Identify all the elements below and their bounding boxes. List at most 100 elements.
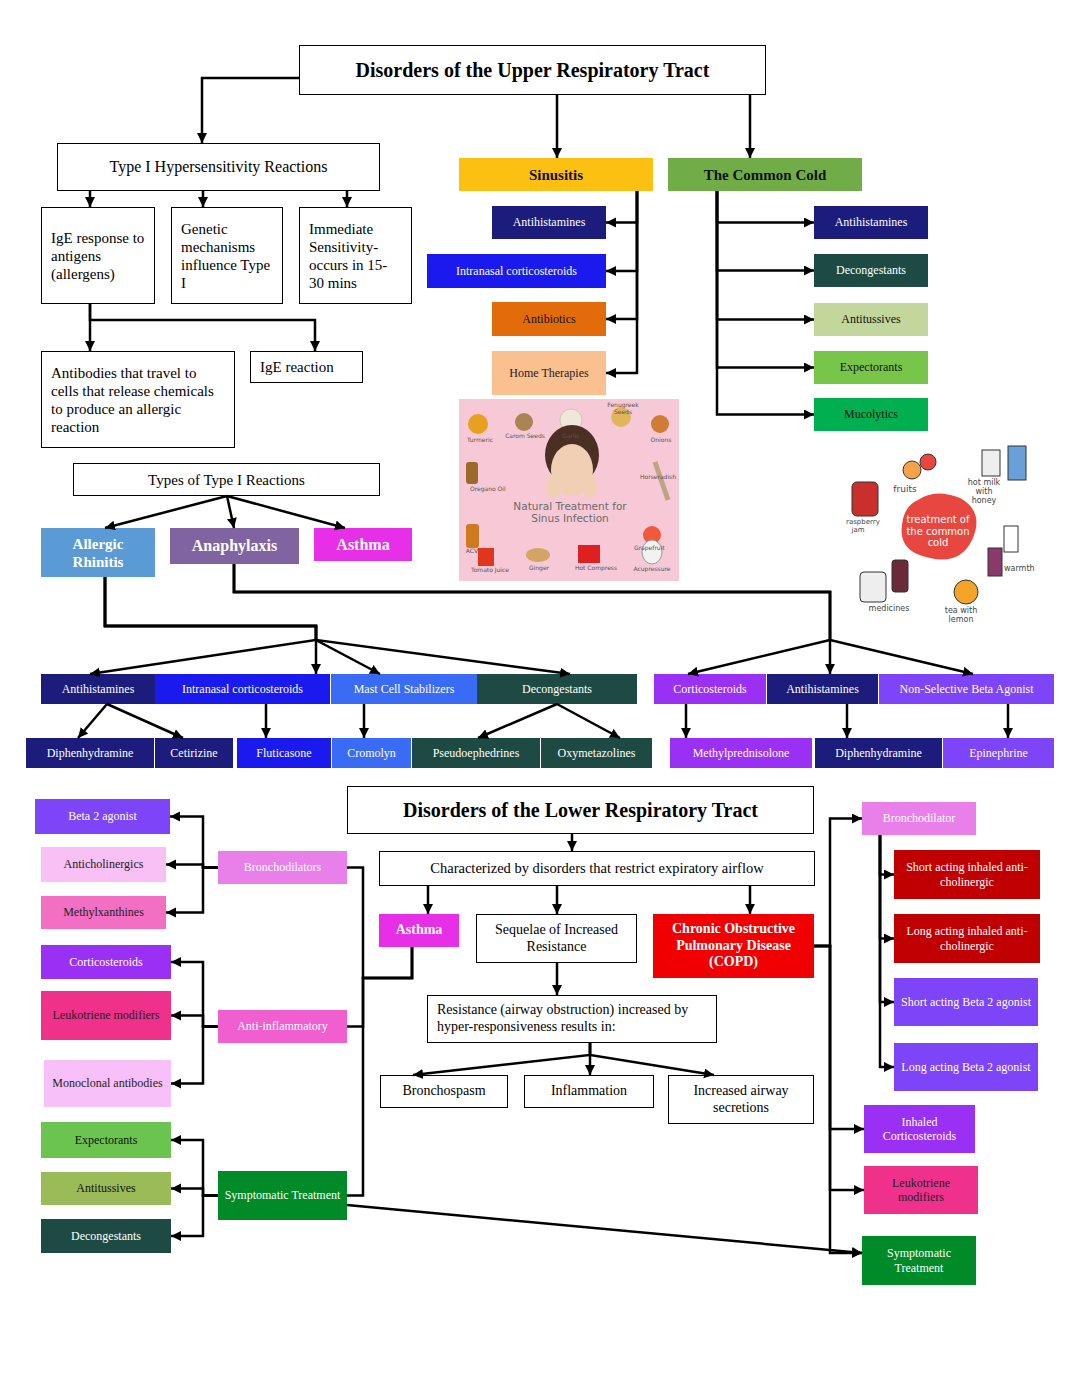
connector-arrow xyxy=(90,304,315,351)
node-text: Intranasal corticosteroids xyxy=(160,682,325,696)
connector-arrow xyxy=(413,1043,590,1075)
connector-arrow xyxy=(717,191,814,368)
node-text: Antihistamines xyxy=(819,215,923,229)
connector-arrow xyxy=(105,577,380,674)
connector-arrow xyxy=(78,704,107,738)
connector-arrow xyxy=(606,191,637,373)
picture-label: warmth xyxy=(1004,564,1034,573)
connector-arrow xyxy=(202,191,205,207)
connector-arrow xyxy=(814,946,862,1253)
node-text: Characterized by disorders that restrict… xyxy=(389,860,805,877)
node-text: Chronic Obstructive Pulmonary Disease (C… xyxy=(658,921,809,971)
disorder-box: Chronic Obstructive Pulmonary Disease (C… xyxy=(653,914,814,978)
connector-arrow xyxy=(557,704,620,738)
concept-box: IgE response to antigens (allergens) xyxy=(41,207,155,304)
picture-label: Horseradish xyxy=(640,474,678,481)
node-text: Oxymetazolines xyxy=(546,746,647,760)
node-text: Bronchospasm xyxy=(390,1083,498,1100)
node-text: Short acting inhaled anti-cholinergic xyxy=(899,860,1035,889)
node-text: Intranasal corticosteroids xyxy=(432,264,601,278)
picture-label: Grapefruit xyxy=(634,545,674,552)
treatment-box: Bronchodilator xyxy=(862,802,976,835)
drug-class-box: Expectorants xyxy=(814,351,928,384)
concept-box: Bronchospasm xyxy=(380,1075,508,1108)
node-text: Anti-inflammatory xyxy=(223,1019,342,1033)
connector-arrow xyxy=(265,704,268,738)
node-text: Diphenhydramine xyxy=(820,746,937,760)
drug-box: Cetirizine xyxy=(155,738,233,768)
drug-class-box: Expectorants xyxy=(41,1122,171,1158)
drug-class-box: Inhaled Corticosteroids xyxy=(864,1105,975,1153)
node-text: Bronchodilators xyxy=(223,860,342,874)
connector-arrow xyxy=(571,834,574,851)
node-text: The Common Cold xyxy=(673,166,857,184)
picture-label: Turmeric xyxy=(462,437,498,444)
connector-arrow xyxy=(814,819,862,947)
node-text: Leukotriene modifiers xyxy=(46,1008,166,1022)
node-text: Fluticasone xyxy=(242,746,326,760)
picture-label: Fenugreek Seeds xyxy=(600,402,646,416)
drug-class-box: Beta 2 agonist xyxy=(35,799,170,834)
connector-arrow xyxy=(717,191,814,271)
node-text: Antihistamines xyxy=(772,682,873,696)
drug-class-box: Corticosteroids xyxy=(654,674,766,704)
concept-box: Inflammation xyxy=(524,1075,654,1108)
node-text: Pseudoephedrines xyxy=(417,746,535,760)
connector-arrow xyxy=(107,704,183,738)
connector-arrow xyxy=(749,886,752,914)
node-text: Increased airway secretions xyxy=(678,1083,804,1117)
drug-class-box: Decongestants xyxy=(814,254,928,287)
treatment-box: Symptomatic Treatment xyxy=(218,1171,347,1220)
connector-arrow xyxy=(685,704,688,738)
connector-arrow xyxy=(202,78,299,143)
heading-box: Disorders of the Lower Respiratory Tract xyxy=(347,786,814,834)
concept-box: Immediate Sensitivity- occurs in 15-30 m… xyxy=(299,207,412,304)
node-text: Decongestants xyxy=(46,1229,166,1243)
picture-title: treatment of the common cold xyxy=(906,514,970,549)
connector-arrow xyxy=(347,947,412,1027)
drug-class-box: Mucolytics xyxy=(814,398,928,431)
disorder-box: Anaphylaxis xyxy=(170,528,299,564)
connector-arrow xyxy=(1007,704,1010,738)
concept-box: Sequelae of Increased Resistance xyxy=(476,914,637,963)
node-text: Home Therapies xyxy=(497,366,601,380)
node-text: Anaphylaxis xyxy=(175,536,294,555)
connector-arrow xyxy=(846,704,849,738)
connector-arrow xyxy=(814,946,864,1129)
drug-class-box: Intranasal corticosteroids xyxy=(427,254,606,288)
drug-class-box: Decongestants xyxy=(477,674,637,704)
drug-class-box: Antihistamines xyxy=(492,206,606,239)
connector-arrow xyxy=(90,577,316,674)
connector-arrow xyxy=(814,946,864,1190)
drug-class-box: Decongestants xyxy=(41,1219,171,1253)
connector-arrow xyxy=(171,1189,218,1196)
concept-box: Characterized by disorders that restrict… xyxy=(379,851,815,886)
node-text: Asthma xyxy=(384,922,454,939)
node-text: Corticosteroids xyxy=(659,682,761,696)
connector-arrow xyxy=(166,868,218,913)
node-text: Disorders of the Upper Respiratory Tract xyxy=(309,58,756,82)
picture-label: raspberry jam xyxy=(846,518,870,534)
concept-box: IgE reaction xyxy=(250,351,363,383)
concept-box: Types of Type I Reactions xyxy=(73,463,380,496)
picture-label: Ginger xyxy=(524,565,554,572)
picture-label: Tomato Juice xyxy=(468,567,512,574)
concept-box: Antibodies that travel to cells that rel… xyxy=(41,351,235,448)
node-text: Anticholinergics xyxy=(46,857,161,871)
drug-class-box: Long acting inhaled anti-cholinergic xyxy=(894,914,1040,963)
node-text: Methylxanthines xyxy=(46,905,161,919)
node-text: Decongestants xyxy=(482,682,632,696)
connector-arrow xyxy=(346,191,349,207)
drug-class-box: Anticholinergics xyxy=(41,847,166,882)
connector-arrow xyxy=(880,835,894,939)
picture-label: Onions xyxy=(646,437,676,444)
node-text: Resistance (airway obstruction) increase… xyxy=(437,1002,707,1036)
node-text: Sequelae of Increased Resistance xyxy=(486,922,627,956)
drug-class-box: Short acting Beta 2 agonist xyxy=(894,978,1038,1026)
drug-class-box: Antitussives xyxy=(41,1172,171,1205)
node-text: Epinephrine xyxy=(948,746,1049,760)
picture-label: Oregano Oil xyxy=(470,486,510,493)
connector-arrow xyxy=(347,947,412,1196)
node-text: Mast Cell Stabilizers xyxy=(336,682,472,696)
